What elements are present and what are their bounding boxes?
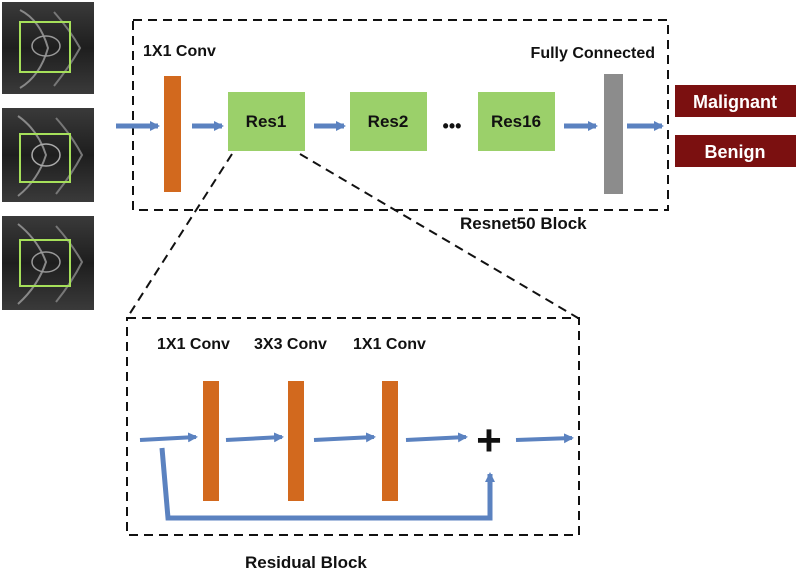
arrow [405,432,468,443]
res1-label: Res1 [246,112,287,131]
roi-box [19,133,71,183]
output-malignant [675,85,796,117]
residual-layer-label-2: 3X3 Conv [254,336,327,353]
res16-block [478,92,555,151]
fully-connected-layer [604,74,623,194]
res1-block [228,92,305,151]
arrow [139,432,198,443]
residual-conv-3 [382,381,398,501]
roi-box [19,21,71,73]
arrow [225,432,284,443]
input-scan-1 [2,2,94,94]
output-benign [675,135,796,167]
residual-block-frame [126,317,580,536]
conv-label: 1X1 Conv [143,43,216,60]
fc-label: Fully Connected [531,45,655,62]
residual-layer-label-3: 1X1 Conv [353,336,426,353]
conv-layer [164,76,181,192]
ellipsis: ••• [443,116,462,136]
input-scan-2 [2,108,94,202]
zoom-line-left [126,153,233,319]
roi-box [19,239,71,287]
res2-label: Res2 [368,112,409,131]
arrow [313,432,376,443]
residual-conv-2 [288,381,304,501]
res16-label: Res16 [491,112,541,131]
residual-conv-1 [203,381,219,501]
add-operation: + [476,416,502,465]
residual-output-arrow [515,433,574,444]
residual-block-title: Residual Block [245,553,367,571]
resnet-block-title: Resnet50 Block [460,214,587,233]
output-benign-label: Benign [705,142,766,162]
resnet-block-frame [132,19,669,211]
zoom-line-right [299,153,579,319]
residual-layer-label-1: 1X1 Conv [157,336,230,353]
skip-connection [159,447,495,521]
res2-block [350,92,427,151]
output-malignant-label: Malignant [693,92,777,112]
input-scan-3 [2,216,94,310]
